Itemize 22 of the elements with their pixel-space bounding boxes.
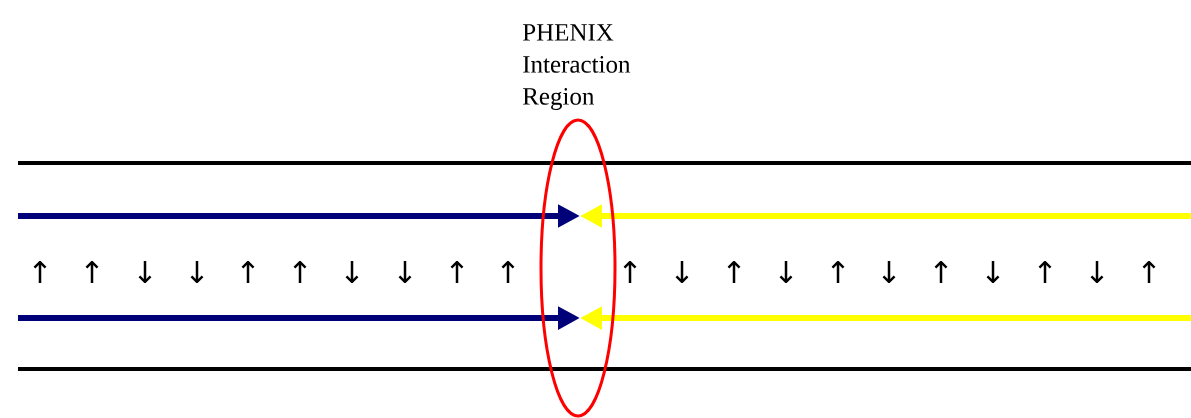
spin-arrow: ↑ <box>33 261 47 283</box>
spin-arrow: ↑ <box>727 261 741 283</box>
spin-arrow: ↑ <box>293 261 307 283</box>
spin-arrow: ↑ <box>450 261 464 283</box>
spin-arrow: ↑ <box>501 261 515 283</box>
interaction-region-ellipse <box>539 118 617 418</box>
spin-arrow: ↑ <box>934 261 948 283</box>
spin-arrow: ↑ <box>241 261 255 283</box>
spin-arrow: ↑ <box>831 261 845 283</box>
spin-arrow: ↓ <box>675 261 689 283</box>
spin-arrow: ↓ <box>986 261 1000 283</box>
spin-arrow: ↑ <box>1038 261 1052 283</box>
spin-arrow: ↓ <box>398 261 412 283</box>
spin-arrow: ↓ <box>190 261 204 283</box>
spin-arrow: ↓ <box>1090 261 1104 283</box>
spin-arrow: ↑ <box>85 261 99 283</box>
spin-arrow: ↓ <box>345 261 359 283</box>
spin-arrow: ↓ <box>779 261 793 283</box>
region-label: PHENIX Interaction Region <box>522 24 631 110</box>
spin-arrow: ↓ <box>882 261 896 283</box>
spin-arrow: ↓ <box>138 261 152 283</box>
spin-arrow: ↑ <box>1142 261 1156 283</box>
